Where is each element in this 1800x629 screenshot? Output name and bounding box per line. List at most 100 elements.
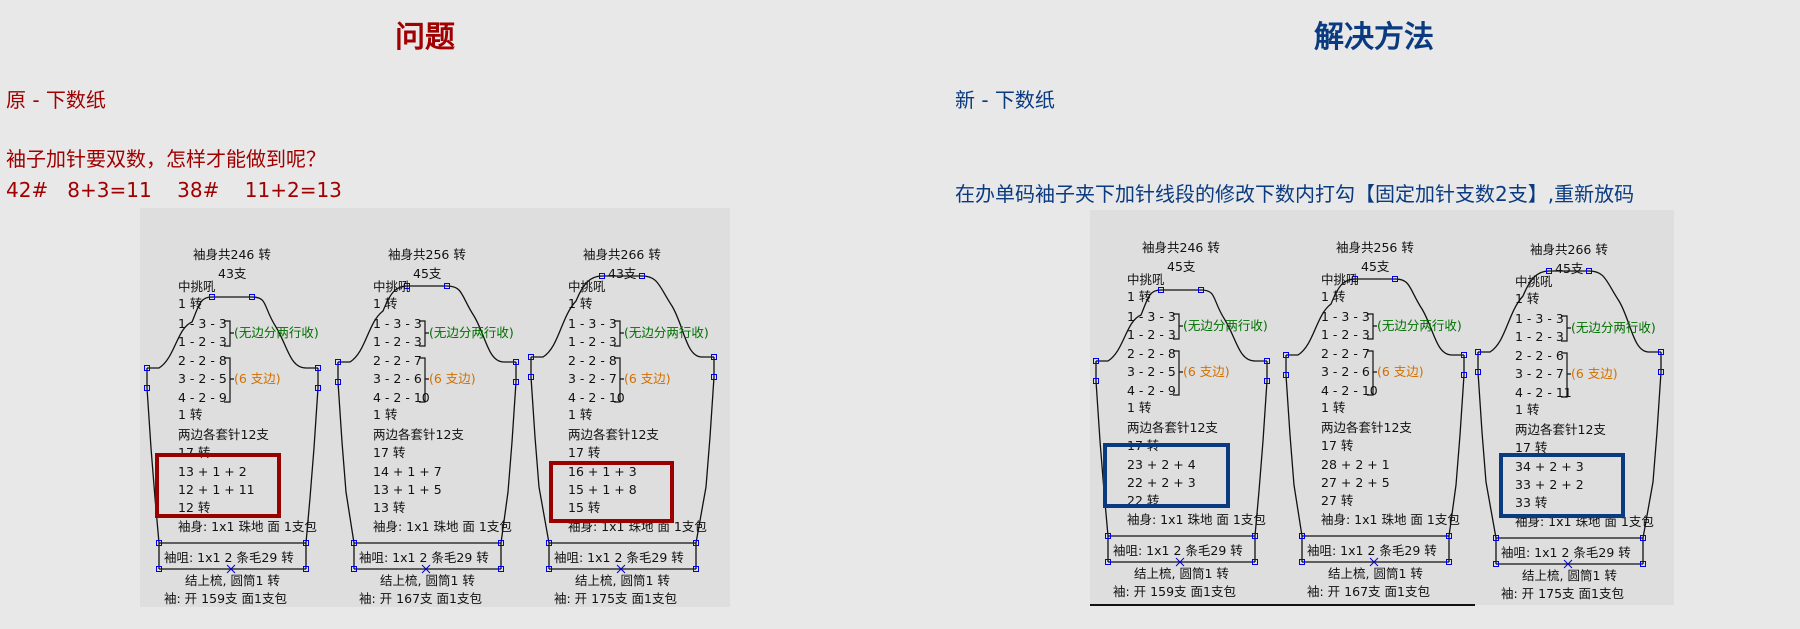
sleeve-open-label: 袖: 开 167支 面1支包 xyxy=(1307,584,1430,599)
neck-label: 中挑吼 xyxy=(178,279,216,294)
neck-label: 中挑吼 xyxy=(568,279,606,294)
decrease-step: 2 - 2 - 8 xyxy=(1127,346,1176,361)
sleeve-right-side xyxy=(1642,352,1662,564)
neck-rows: 1 转 xyxy=(1321,289,1346,304)
edge-note: (6 支边) xyxy=(429,371,476,386)
increase-step: 13 + 1 + 2 xyxy=(178,464,247,479)
decrease-step: 2 - 2 - 6 xyxy=(1515,348,1564,363)
increase-step: 34 + 2 + 3 xyxy=(1515,459,1584,474)
cuff-label: 袖咀: 1x1 2 条毛29 转 xyxy=(1113,543,1243,558)
sleeve-right-side xyxy=(1254,361,1268,562)
cross-marker xyxy=(1369,557,1379,567)
sheet-bottom-rule xyxy=(1090,604,1475,606)
final-rows: 12 转 xyxy=(178,500,211,515)
neck-label: 中挑吼 xyxy=(1127,272,1165,287)
decrease-step: 3 - 2 - 6 xyxy=(1321,364,1370,379)
finish-label: 结上梳, 圆筒1 转 xyxy=(1134,566,1229,581)
control-point xyxy=(546,540,552,546)
cuff-label: 袖咀: 1x1 2 条毛29 转 xyxy=(1501,545,1631,560)
rows-label: 1 转 xyxy=(373,407,398,422)
solution-instruction: 在办单码袖子夹下加针线段的修改下数内打勾【固定加针支数2支】,重新放码 xyxy=(955,182,1635,206)
control-point xyxy=(1105,533,1111,539)
rows-label: 1 转 xyxy=(1127,400,1152,415)
bracket-group1 xyxy=(1561,315,1571,342)
decrease-step: 4 - 2 - 10 xyxy=(1321,383,1378,398)
control-point xyxy=(303,540,309,546)
edge-note: (6 支边) xyxy=(234,371,281,386)
sleeve-open-label: 袖: 开 167支 面1支包 xyxy=(359,591,482,606)
increase-step: 22 + 2 + 3 xyxy=(1127,475,1196,490)
edge-note: (6 支边) xyxy=(1571,366,1618,381)
decrease-step: 1 - 3 - 3 xyxy=(1321,309,1370,324)
sleeve-left-side xyxy=(530,357,550,569)
control-point xyxy=(1658,369,1664,375)
sleeve-open-label: 袖: 开 175支 面1支包 xyxy=(554,591,677,606)
control-point xyxy=(1446,559,1452,565)
bracket-group1 xyxy=(419,320,429,347)
example-text: 42# 8+3=11 38# 11+2=13 xyxy=(6,178,342,202)
total-rows-label: 袖身共266 转 xyxy=(1530,242,1608,257)
control-point xyxy=(599,273,605,279)
decrease-note: (无边分两行收) xyxy=(1571,320,1656,335)
total-rows-label: 袖身共256 转 xyxy=(388,247,466,262)
bracket-group1 xyxy=(224,320,234,347)
decrease-step: 1 - 2 - 3 xyxy=(373,334,422,349)
cast-on-label: 两边各套针12支 xyxy=(1127,420,1218,435)
control-point xyxy=(444,283,450,289)
rows-label: 17 转 xyxy=(373,445,406,460)
edge-note: (6 支边) xyxy=(1183,364,1230,379)
sleeve-open-label: 袖: 开 175支 面1支包 xyxy=(1501,586,1624,601)
sleeve-open-label: 袖: 开 159支 面1支包 xyxy=(164,591,287,606)
rows-label: 17 转 xyxy=(1515,440,1548,455)
increase-step: 33 + 2 + 2 xyxy=(1515,477,1584,492)
sleeve-outline xyxy=(528,273,717,574)
decrease-step: 1 - 3 - 3 xyxy=(373,316,422,331)
decrease-step: 1 - 3 - 3 xyxy=(178,316,227,331)
decrease-note: (无边分两行收) xyxy=(429,325,514,340)
sleeve-cap-curve xyxy=(1286,278,1464,356)
decrease-step: 1 - 2 - 3 xyxy=(1515,329,1564,344)
sleeve-right-side xyxy=(305,368,319,569)
control-point xyxy=(711,354,717,360)
control-point xyxy=(546,566,552,572)
final-rows: 27 转 xyxy=(1321,493,1354,508)
new-sheet-label: 新 - 下数纸 xyxy=(955,88,1055,112)
body-stitch-label: 袖身: 1x1 珠地 面 1支包 xyxy=(1515,514,1654,529)
sleeve-cap-curve xyxy=(1096,289,1267,362)
control-point xyxy=(1093,378,1099,384)
control-point xyxy=(693,566,699,572)
sleeve-cap-curve xyxy=(1478,270,1661,353)
edge-note: (6 支边) xyxy=(1377,364,1424,379)
top-stitch-count: 45支 xyxy=(1167,259,1196,274)
bracket-group1 xyxy=(614,320,624,347)
cuff-label: 袖咀: 1x1 2 条毛29 转 xyxy=(164,550,294,565)
neck-label: 中挑吼 xyxy=(373,279,411,294)
control-point xyxy=(209,294,215,300)
sleeve-cap-curve xyxy=(338,285,516,363)
sleeve-right-side xyxy=(500,362,517,569)
decrease-step: 1 - 2 - 3 xyxy=(178,334,227,349)
control-point xyxy=(1658,349,1664,355)
control-point xyxy=(528,354,534,360)
control-point xyxy=(693,540,699,546)
body-stitch-label: 袖身: 1x1 珠地 面 1支包 xyxy=(568,519,707,534)
finish-label: 结上梳, 圆筒1 转 xyxy=(185,573,280,588)
sleeve-cap-curve xyxy=(531,275,714,358)
rows-label: 1 转 xyxy=(178,407,203,422)
highlight-box xyxy=(1499,453,1625,518)
neck-label: 中挑吼 xyxy=(1321,272,1359,287)
decrease-step: 4 - 2 - 10 xyxy=(568,390,625,405)
body-stitch-label: 袖身: 1x1 珠地 面 1支包 xyxy=(1127,512,1266,527)
control-point xyxy=(711,374,717,380)
sleeve-cap-curve xyxy=(147,296,318,369)
cast-on-label: 两边各套针12支 xyxy=(178,427,269,442)
rows-label: 17 转 xyxy=(568,445,601,460)
decrease-step: 2 - 2 - 7 xyxy=(1321,346,1370,361)
control-point xyxy=(1640,561,1646,567)
top-stitch-count: 45支 xyxy=(1361,259,1390,274)
decrease-step: 3 - 2 - 7 xyxy=(1515,366,1564,381)
decrease-note: (无边分两行收) xyxy=(1183,318,1268,333)
